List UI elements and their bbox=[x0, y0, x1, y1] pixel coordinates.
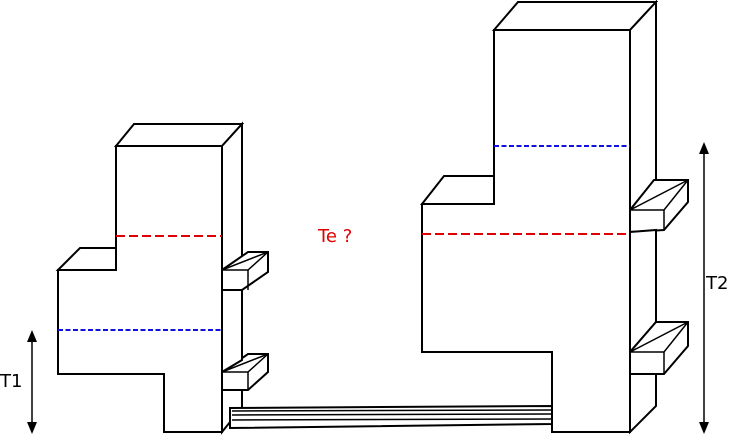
left-vessel-top-rim bbox=[113, 123, 245, 147]
left-vessel-upper-ledge bbox=[55, 247, 117, 271]
right-vessel bbox=[419, 0, 689, 435]
connecting-pipe bbox=[229, 404, 553, 430]
right-vessel-bottom-side bbox=[629, 373, 657, 435]
t2-dimension-arrow bbox=[699, 142, 709, 434]
t1-dimension-arrow bbox=[27, 330, 37, 434]
right-vessel-front bbox=[421, 29, 631, 433]
left-vessel-front bbox=[57, 145, 223, 433]
left-vessel-mid-side bbox=[221, 289, 243, 374]
left-vessel-chimney-side bbox=[221, 121, 243, 272]
right-vessel-upper-ledge bbox=[419, 175, 495, 205]
pipe-body bbox=[229, 404, 553, 430]
left-vessel bbox=[55, 121, 269, 435]
t2-label: T2 bbox=[705, 273, 728, 294]
right-vessel-chimney-side bbox=[629, 0, 657, 213]
t1-label: T1 bbox=[0, 371, 22, 392]
te-question-label: Te ? bbox=[317, 226, 352, 247]
right-vessel-top-rim bbox=[491, 0, 659, 31]
